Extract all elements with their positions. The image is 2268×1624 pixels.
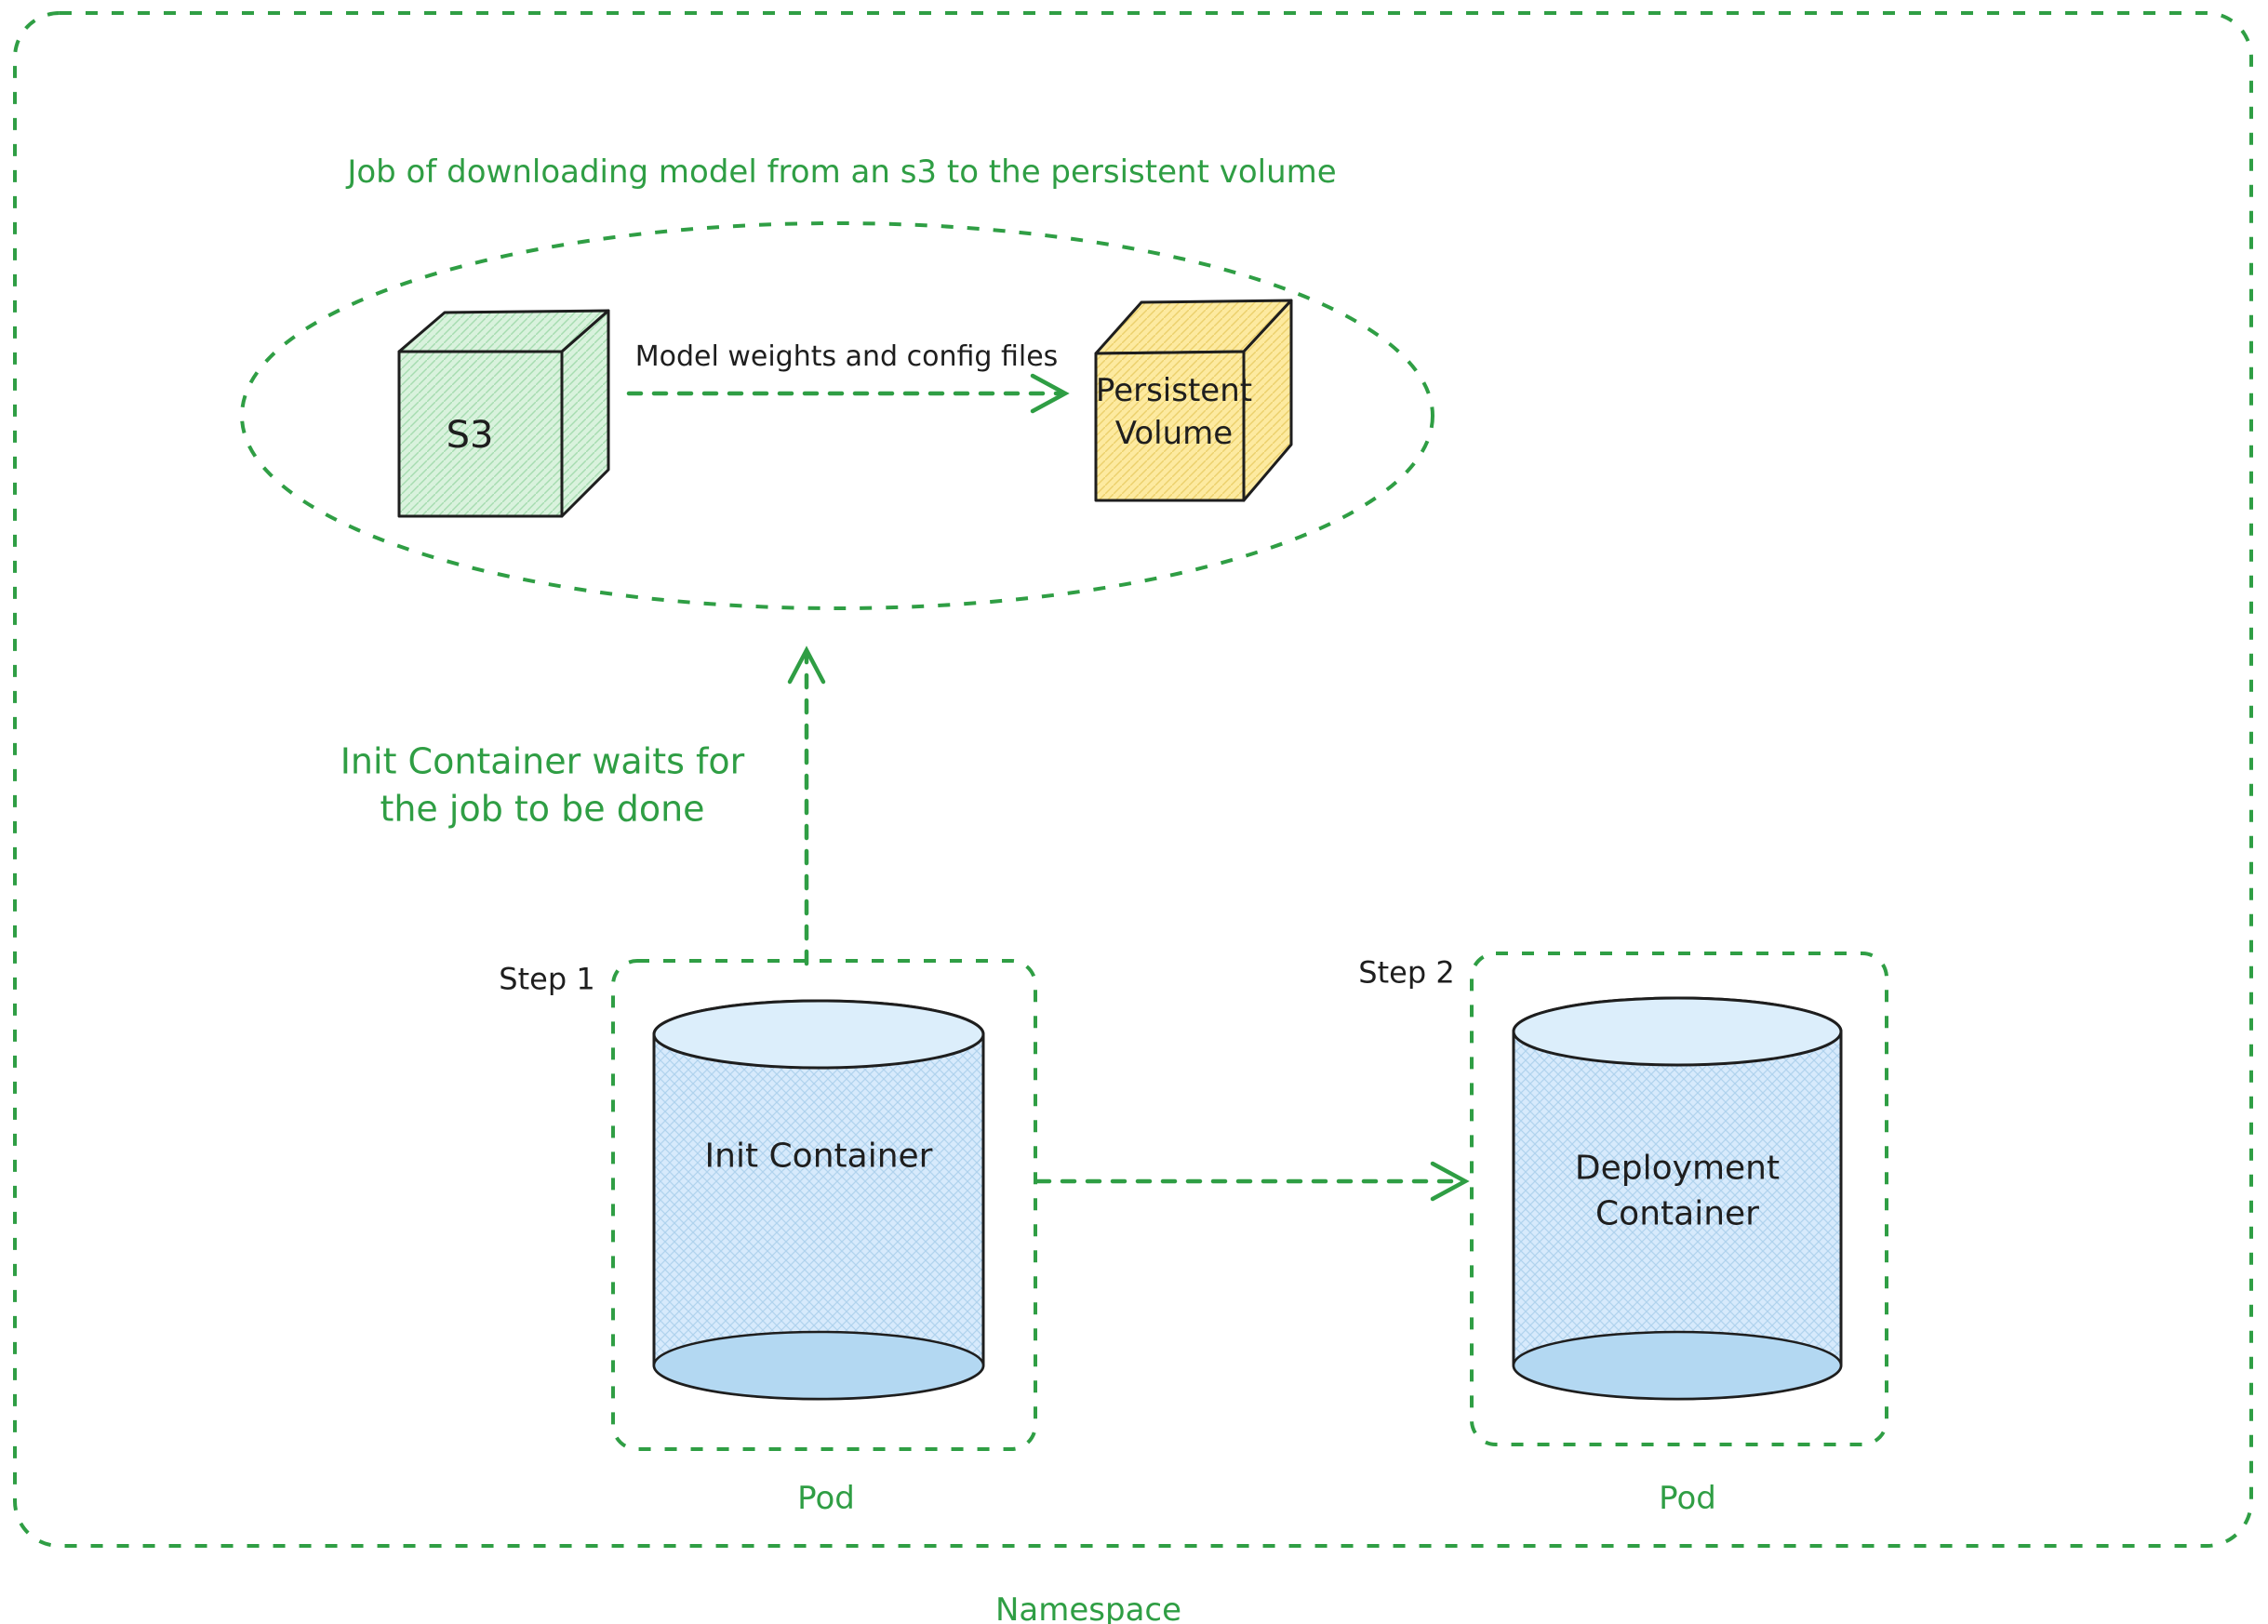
wait-note-line1: Init Container waits for	[340, 740, 745, 782]
deployment-container-cylinder	[1512, 996, 1843, 1401]
wait-note-line2: the job to be done	[380, 789, 705, 830]
s3-cube	[397, 309, 610, 518]
namespace-boundary	[13, 11, 2253, 1548]
persistent-volume-label: Persistent Volume	[1096, 370, 1252, 456]
persistent-volume-label-line1: Persistent	[1095, 372, 1253, 410]
deployment-container-cylinder-bottom	[1512, 1330, 1843, 1401]
init-container-label: Init Container	[704, 1137, 933, 1176]
namespace-label: Namespace	[994, 1591, 1182, 1624]
step-arrow	[1034, 1161, 1470, 1202]
step2-label: Step 2	[1358, 954, 1455, 991]
pod1-boundary	[611, 959, 1037, 1451]
job-group-ellipse	[240, 221, 1434, 610]
deployment-container-label-line1: Deployment	[1574, 1149, 1781, 1188]
pod1-label: Pod	[797, 1480, 855, 1518]
pod2-label: Pod	[1659, 1480, 1716, 1518]
s3-cube-front-face	[397, 350, 564, 518]
transfer-arrow-label: Model weights and config files	[634, 339, 1059, 373]
persistent-volume-cube	[1094, 299, 1293, 502]
pod2-boundary	[1470, 952, 1888, 1446]
deployment-container-label-line2: Container	[1595, 1194, 1759, 1232]
wait-note: Init Container waits for the job to be d…	[340, 739, 745, 834]
transfer-arrow	[626, 373, 1070, 414]
step1-label: Step 1	[499, 961, 595, 997]
persistent-volume-label-line2: Volume	[1114, 415, 1234, 452]
deployment-container-cylinder-top	[1512, 996, 1843, 1067]
init-container-cylinder	[652, 999, 985, 1401]
wait-arrow	[787, 646, 826, 966]
deployment-container-label: Deployment Container	[1575, 1146, 1780, 1236]
job-title: Job of downloading model from an s3 to t…	[347, 153, 1337, 192]
pv-cube-front-face	[1094, 350, 1246, 502]
init-container-cylinder-bottom	[652, 1330, 985, 1401]
init-container-cylinder-top	[652, 999, 985, 1070]
s3-cube-label: S3	[446, 414, 494, 457]
